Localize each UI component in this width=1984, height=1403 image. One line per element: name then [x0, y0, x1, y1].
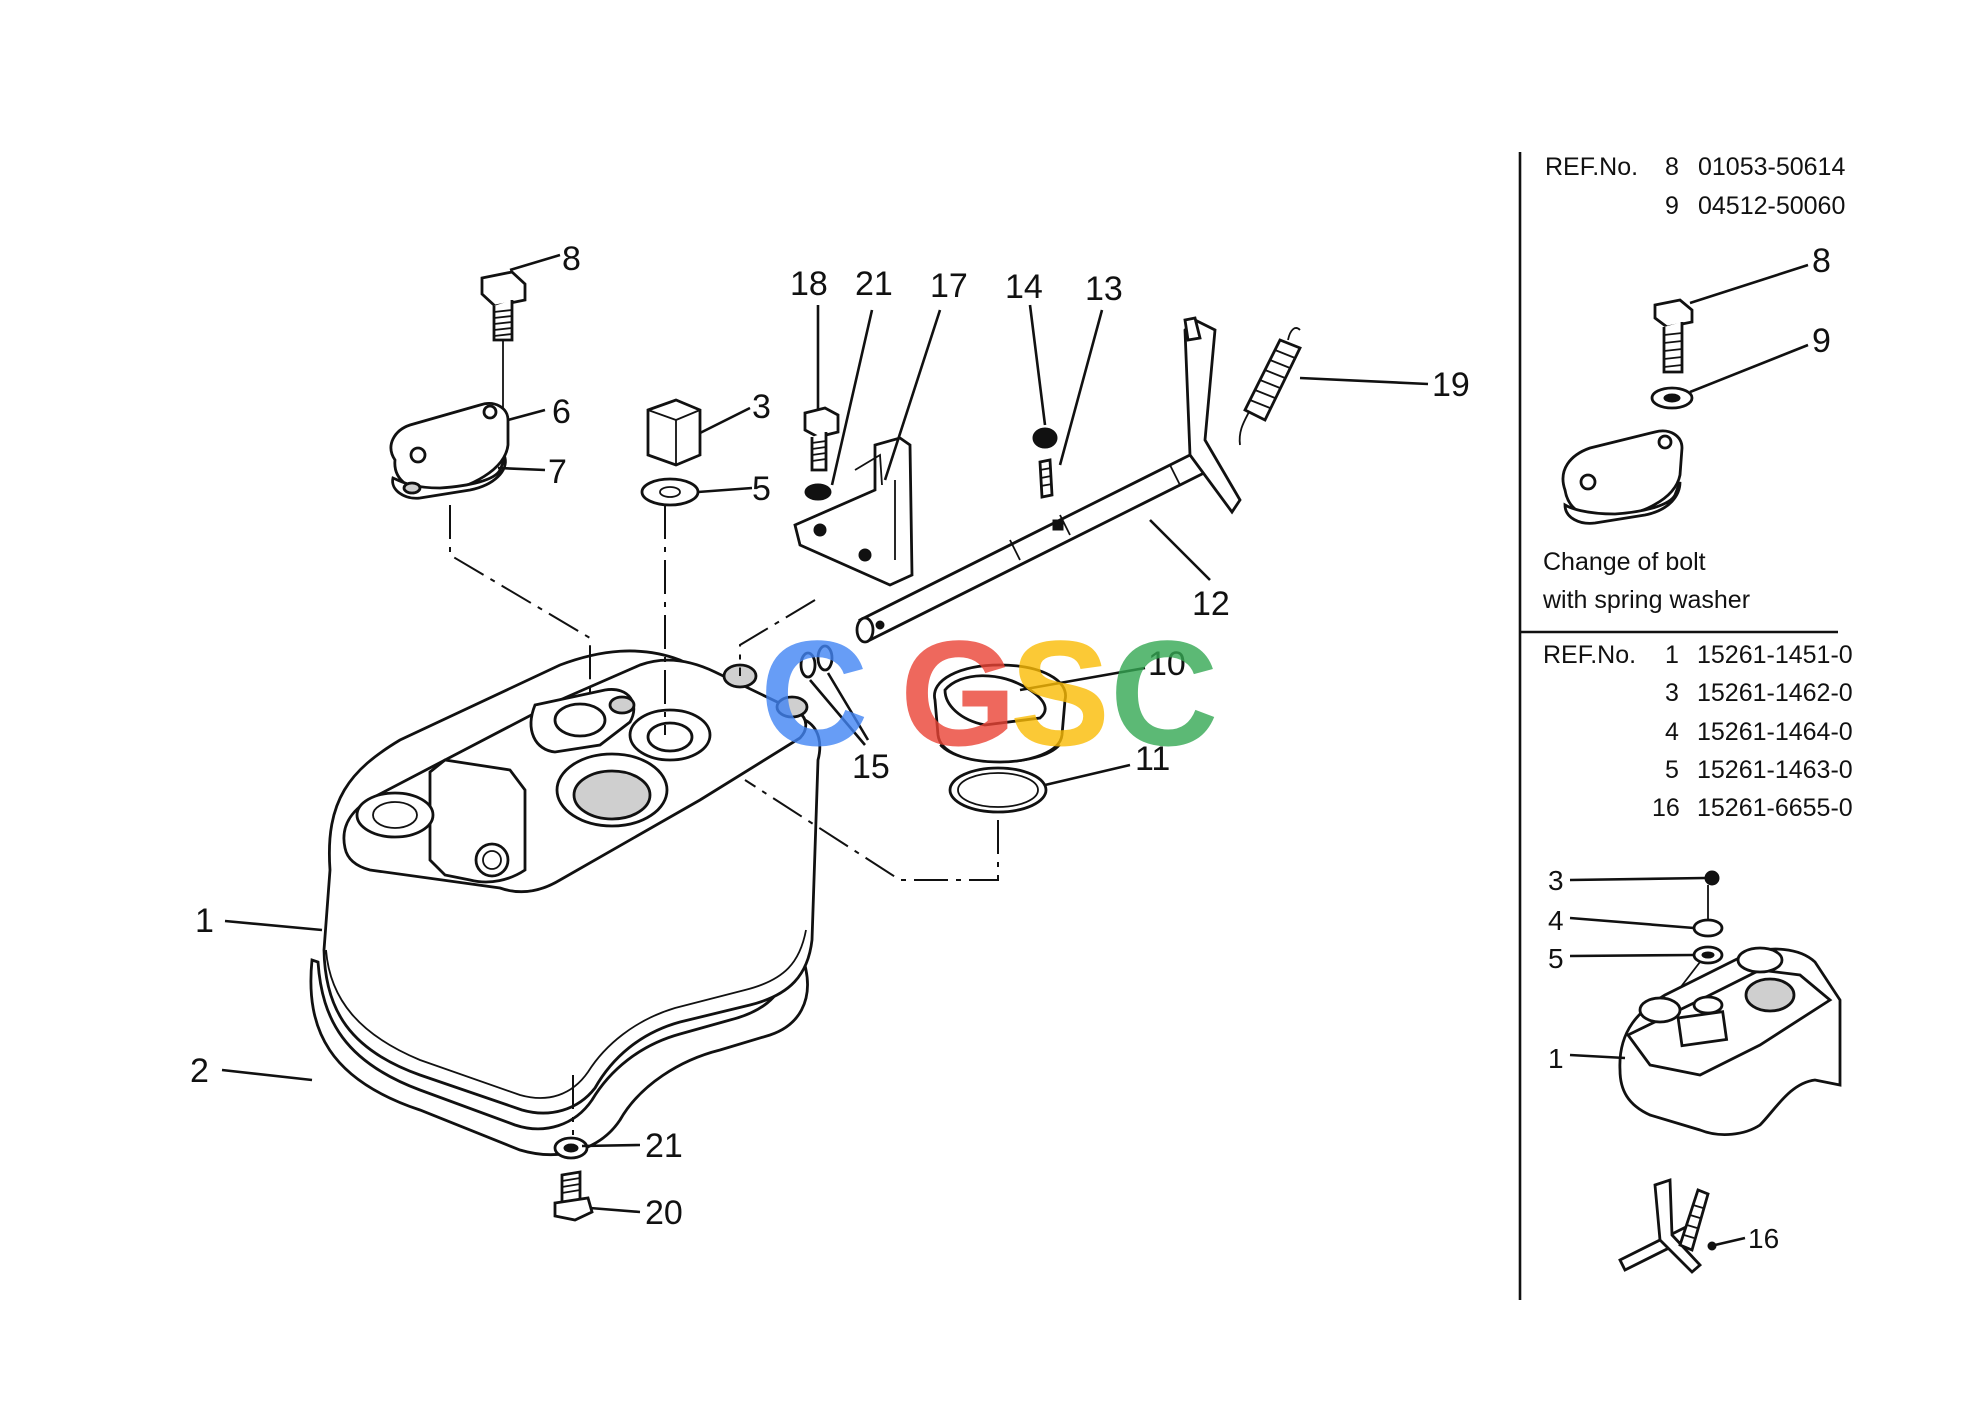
- lever-arm: [1183, 318, 1242, 515]
- spring-19: [1238, 327, 1302, 446]
- callout-12: 12: [1192, 585, 1230, 623]
- callout-10: 10: [1148, 645, 1186, 683]
- bolt-20: [553, 1170, 594, 1222]
- watermark-letter-4: C: [1110, 609, 1218, 777]
- callout-20: 20: [645, 1194, 683, 1232]
- callout-15: 15: [852, 748, 890, 786]
- side-bottom-drawing: [1569, 870, 1842, 1274]
- top-ref-row1-ref: 8: [1665, 153, 1679, 181]
- side-callout-8: 8: [1812, 242, 1831, 280]
- bottom-ref-label: REF.No.: [1543, 641, 1636, 669]
- cap-nut-3: [646, 398, 702, 467]
- callout-1: 1: [195, 902, 214, 940]
- cover-raised-block-hole-inner: [482, 850, 502, 870]
- cover-raised-block-hole: [474, 842, 510, 878]
- bottom-ref-row2-ref: 3: [1665, 679, 1679, 707]
- o-ring-15b: [816, 644, 834, 672]
- side-callout-3: 3: [1548, 865, 1564, 896]
- callout-11: 11: [1135, 740, 1170, 778]
- side-callout-1: 1: [1548, 1043, 1564, 1074]
- callout-6: 6: [552, 393, 571, 431]
- bottom-ref-row3-ref: 4: [1665, 718, 1679, 746]
- callout-5: 5: [752, 470, 771, 508]
- watermark-letter-2: G: [900, 609, 1017, 777]
- oil-filler-cap-10: [933, 663, 1067, 764]
- callout-13: 13: [1085, 270, 1123, 308]
- cover-body-rim: [325, 929, 807, 1099]
- cover-flange-opening: [553, 702, 607, 738]
- bottom-ref-row5-ref: 16: [1652, 794, 1680, 822]
- o-ring-15a: [799, 651, 817, 679]
- bolt-18: [803, 406, 840, 472]
- o-ring-11: [948, 766, 1048, 814]
- cover-boss-3: [608, 695, 636, 715]
- side-top-drawing: [1561, 263, 1809, 525]
- cover-filler-thread: [572, 769, 652, 821]
- top-ref-label: REF.No.: [1545, 153, 1638, 181]
- assembly-line-11: [744, 779, 999, 881]
- bottom-ref-row1-part: 15261-1451-0: [1697, 641, 1853, 669]
- bottom-ref-row4-ref: 5: [1665, 756, 1679, 784]
- washer-5: [640, 477, 700, 507]
- callout-14: 14: [1005, 268, 1043, 306]
- cover-boss-2: [775, 695, 809, 719]
- note-line-1: Change of bolt: [1543, 548, 1706, 576]
- bottom-ref-row5-part: 15261-6655-0: [1697, 794, 1853, 822]
- callout-21-top: 21: [855, 265, 893, 303]
- main-exploded-view: 8 6 7 3 5 18 21 17 14 13 19 12 10 11 15 …: [190, 240, 1470, 1232]
- gasket-7-hole: [402, 481, 422, 495]
- cover-left-port-inner: [372, 801, 418, 829]
- washer-5-hole: [659, 486, 681, 498]
- watermark-letter-1: C: [760, 609, 868, 777]
- callout-21-bottom: 21: [645, 1127, 683, 1165]
- watermark-letter-3: S: [1010, 609, 1110, 777]
- side-callout-4: 4: [1548, 905, 1564, 936]
- bottom-ref-row1-ref: 1: [1665, 641, 1679, 669]
- cover-left-port: [355, 791, 435, 839]
- lock-washer-21-top: [804, 483, 832, 501]
- callout-7: 7: [548, 453, 567, 491]
- callout-17: 17: [930, 267, 968, 305]
- assembly-line-17: [739, 599, 816, 676]
- bracket-17: [793, 436, 914, 587]
- note-line-2: with spring washer: [1542, 586, 1750, 614]
- callout-8: 8: [562, 240, 581, 278]
- assembly-line-6: [449, 505, 591, 700]
- bottom-ref-row2-part: 15261-1462-0: [1697, 679, 1853, 707]
- top-ref-row2-part: 04512-50060: [1698, 192, 1845, 220]
- callout-19: 19: [1432, 366, 1470, 404]
- bolt-8: [480, 270, 527, 342]
- nut-14: [1032, 427, 1058, 449]
- side-callout-16: 16: [1748, 1223, 1779, 1254]
- callout-3: 3: [752, 388, 771, 426]
- cap-plate-6-hole: [482, 404, 498, 420]
- side-panel: REF.No. 8 01053-50614 9 04512-50060 8 9 …: [1518, 152, 1853, 1300]
- bottom-ref-row3-part: 15261-1464-0: [1697, 718, 1853, 746]
- watermark: C G S C: [760, 609, 1218, 777]
- cover-seat-inner: [646, 721, 694, 753]
- top-ref-row2-ref: 9: [1665, 192, 1679, 220]
- side-callout-5: 5: [1548, 943, 1564, 974]
- callout-18: 18: [790, 265, 828, 303]
- cover-gasket: [309, 935, 809, 1156]
- callout-2: 2: [190, 1052, 209, 1090]
- top-ref-row1-part: 01053-50614: [1698, 153, 1845, 181]
- cap-plate-6-hole-2: [409, 446, 427, 464]
- o-ring-11-inner: [957, 772, 1039, 808]
- bottom-ref-row4-part: 15261-1463-0: [1697, 756, 1853, 784]
- side-callout-9: 9: [1812, 322, 1831, 360]
